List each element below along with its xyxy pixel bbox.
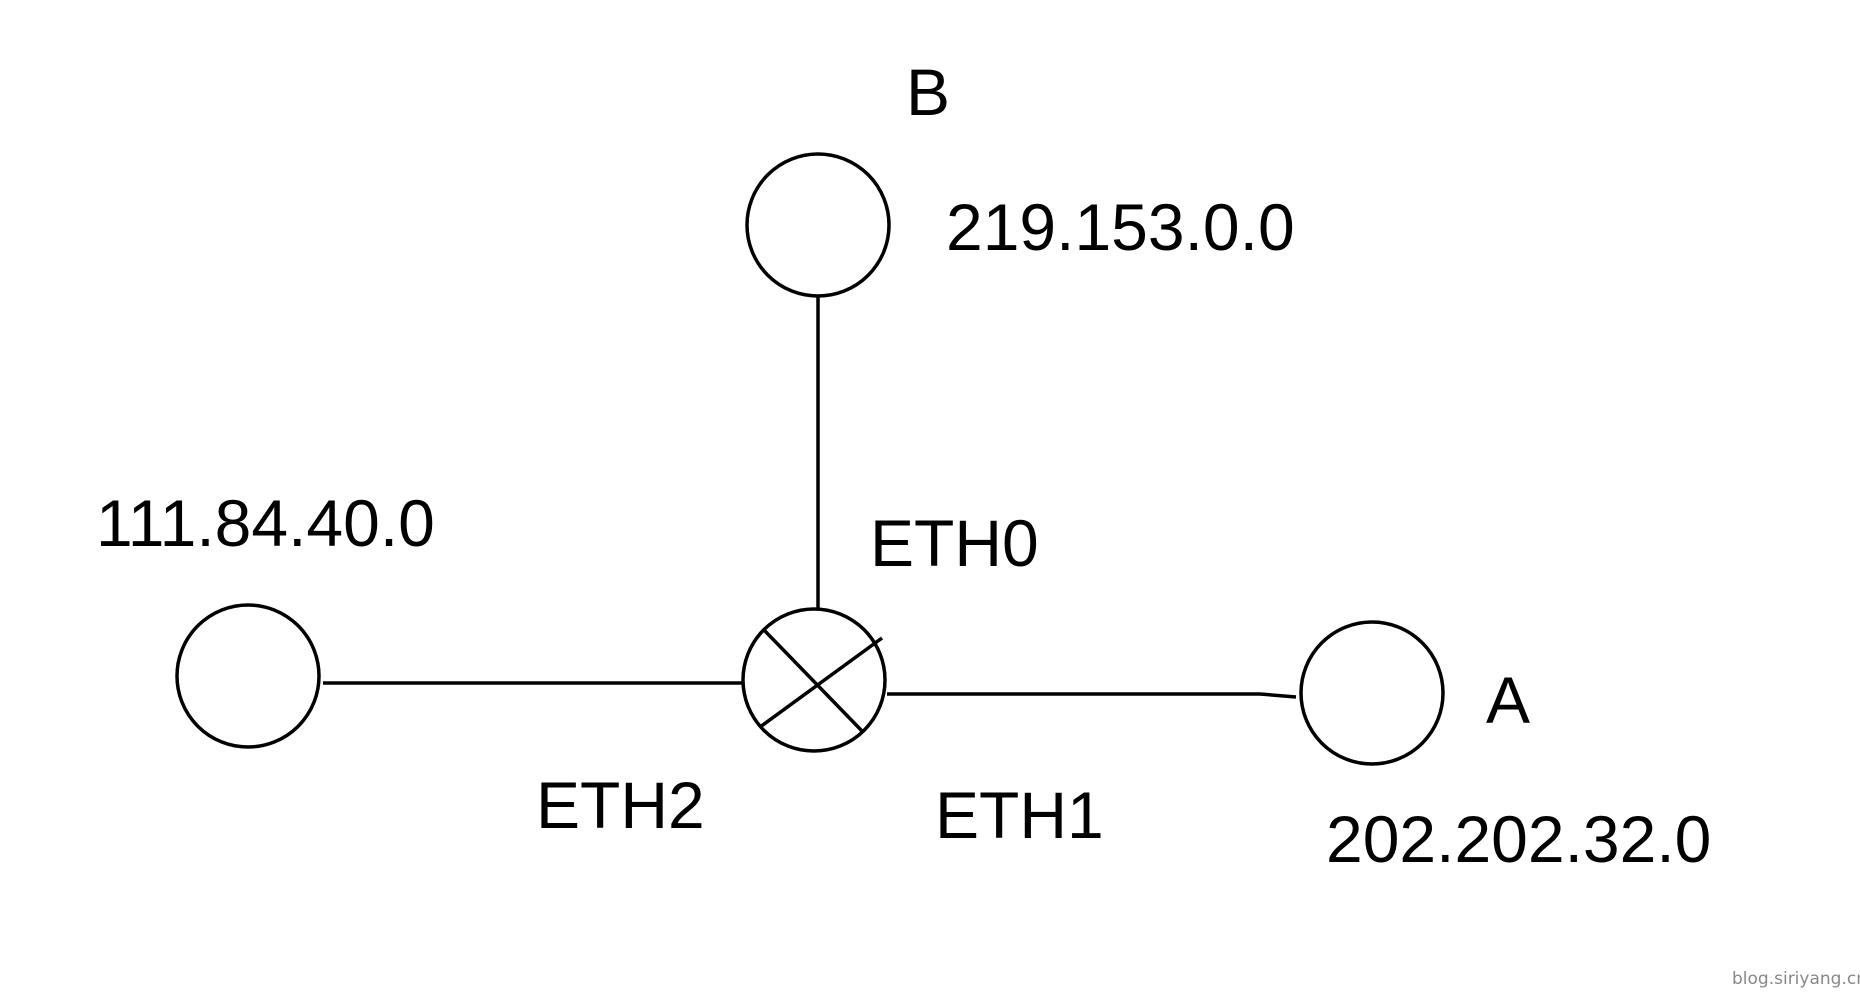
- network-node-b: [745, 152, 891, 298]
- node-a-name: A: [1486, 663, 1530, 737]
- node-b-network: 219.153.0.0: [946, 190, 1295, 264]
- network-node-left: [175, 603, 321, 749]
- node-a-network: 202.202.32.0: [1326, 802, 1711, 876]
- router-icon: [741, 607, 887, 753]
- interface-eth0-label: ETH0: [870, 506, 1039, 580]
- network-node-a: [1299, 620, 1445, 766]
- interface-eth1-label: ETH1: [935, 778, 1104, 852]
- node-left-network: 111.84.40.0: [96, 486, 435, 560]
- link-eth1-a: [887, 692, 1297, 699]
- watermark: blog.siriyang.cn: [1732, 969, 1860, 989]
- node-b-name: B: [906, 55, 950, 129]
- interface-eth2-label: ETH2: [536, 768, 705, 842]
